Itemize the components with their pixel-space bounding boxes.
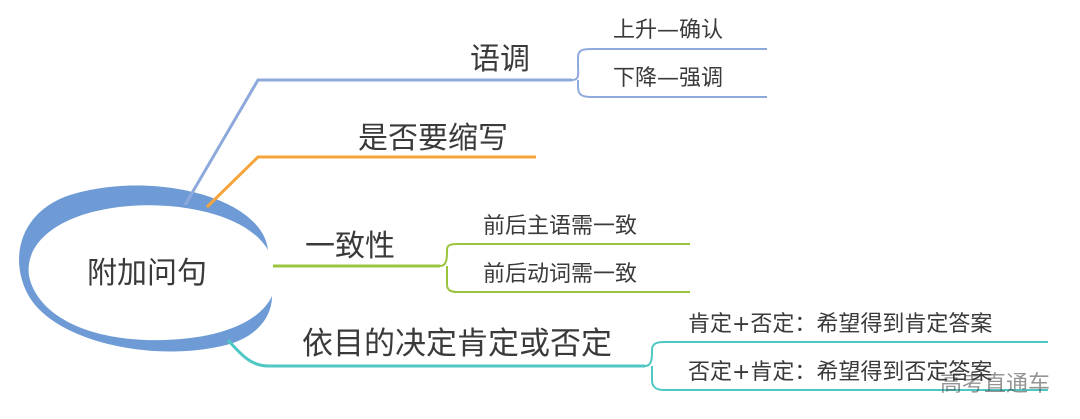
leaf-falling-emphasis: 下降—强调 xyxy=(613,66,724,91)
leaf-rising-confirm: 上升—确认 xyxy=(613,18,724,43)
branch-line-purpose xyxy=(226,339,645,368)
branch-label-agreement: 一致性 xyxy=(305,229,395,264)
leaf-subject-agree: 前后主语需一致 xyxy=(483,214,638,239)
leaf-neg-pos: 否定+肯定：希望得到否定答案 xyxy=(688,360,993,385)
watermark-text: 高考直通车 xyxy=(939,372,1050,397)
bracket-purpose xyxy=(644,341,665,391)
center-node-swoosh xyxy=(19,185,273,352)
branch-label-contraction: 是否要缩写 xyxy=(358,121,508,156)
bracket-agreement xyxy=(439,243,459,293)
leaf-verb-agree: 前后动词需一致 xyxy=(483,262,638,287)
bracket-intonation xyxy=(571,48,593,98)
branch-line-contraction xyxy=(205,155,536,209)
center-node-label: 附加问句 xyxy=(87,256,207,291)
branch-label-purpose: 依目的决定肯定或否定 xyxy=(302,326,612,362)
leaf-pos-neg: 肯定+否定：希望得到肯定答案 xyxy=(688,312,993,337)
branch-label-intonation: 语调 xyxy=(470,42,530,77)
branch-line-intonation xyxy=(183,78,572,206)
